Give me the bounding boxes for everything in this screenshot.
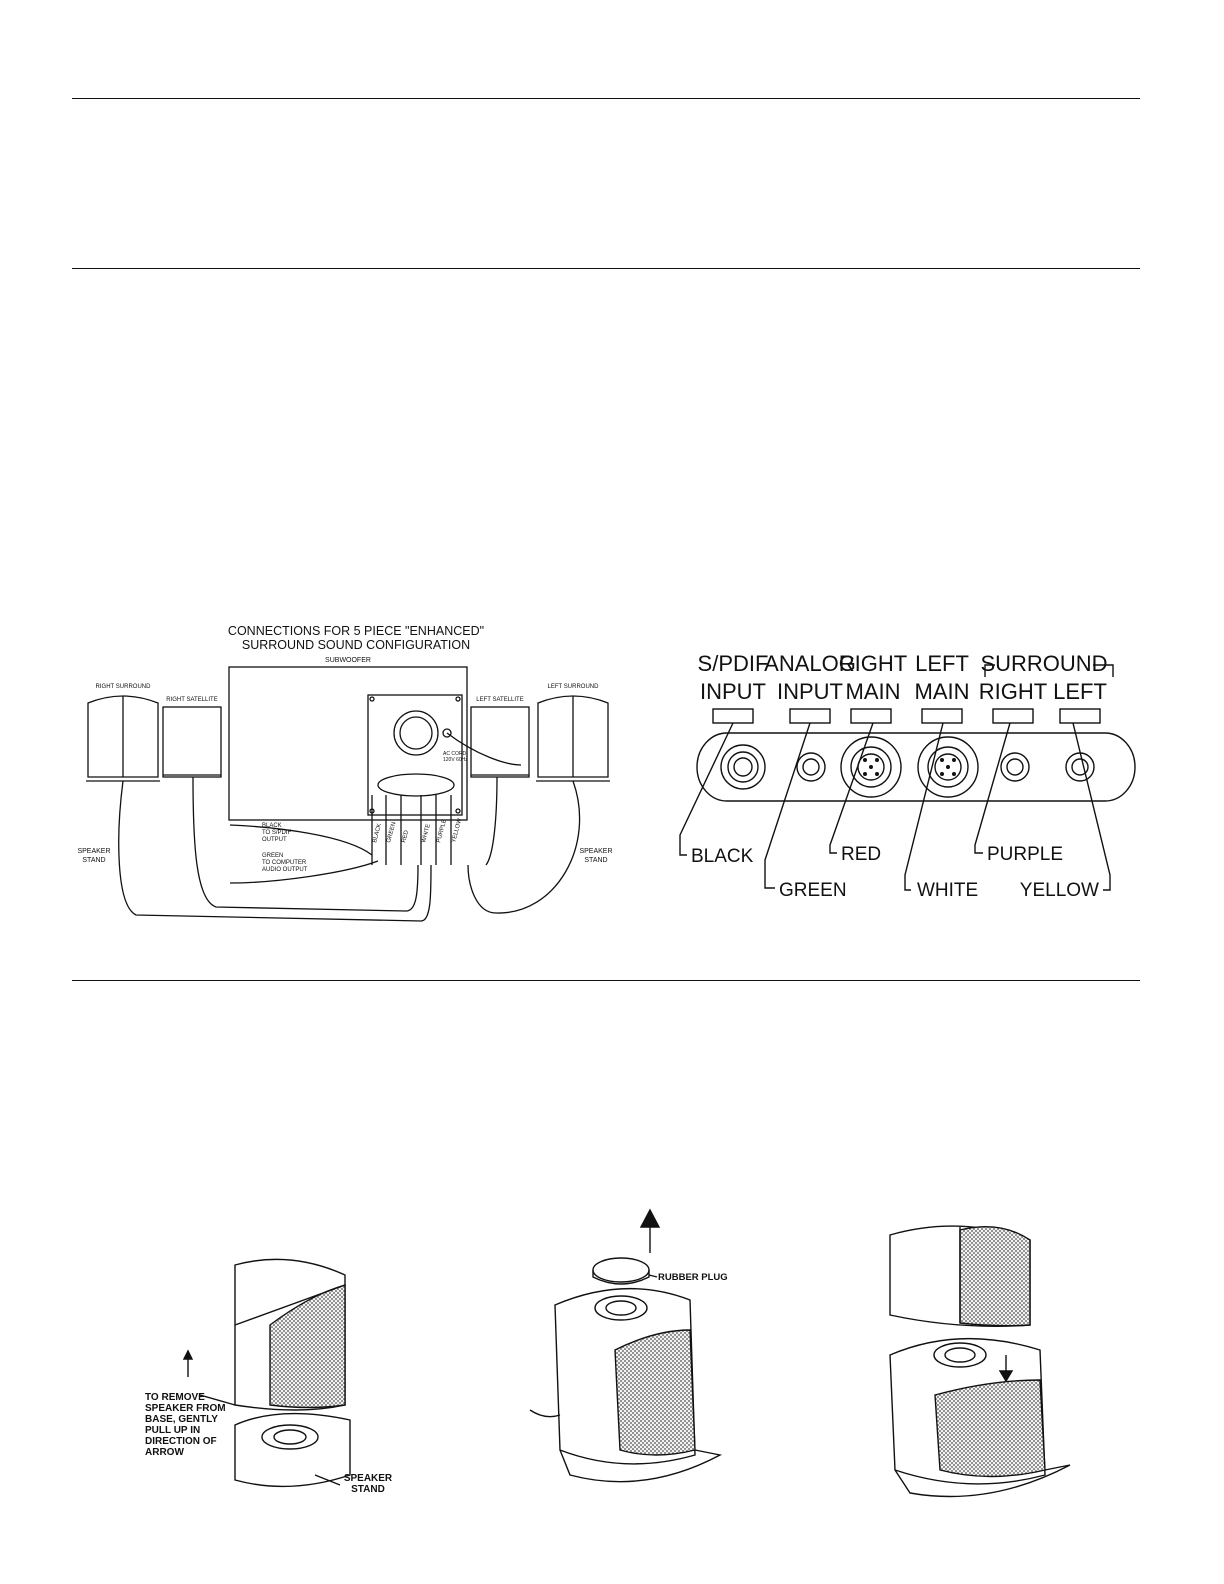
power-label-2: 120V 60Hz	[443, 757, 468, 763]
surround-left-label: LEFT	[1053, 679, 1107, 704]
left-main-label-2: MAIN	[915, 679, 970, 704]
left-surround-label: LEFT SURROUND	[548, 684, 600, 690]
wiring-diagram: CONNECTIONS FOR 5 PIECE "ENHANCED" SURRO…	[77, 624, 613, 922]
green-cable-label-2: TO COMPUTER	[262, 860, 307, 866]
power-label-1: AC CORD	[443, 751, 466, 757]
green-cable-label-3: AUDIO OUTPUT	[262, 867, 308, 873]
right-main-label-2: MAIN	[846, 679, 901, 704]
speaker-stand-left-line1: SPEAKER	[77, 848, 110, 855]
rubber-plug-illustration: RUBBER PLUG	[529, 1208, 728, 1483]
color-green-label: GREEN	[779, 880, 847, 901]
left-main-label-1: LEFT	[915, 651, 969, 676]
speaker-stand-left-line2: STAND	[82, 857, 105, 864]
left-satellite-label: LEFT SATELLITE	[476, 697, 523, 703]
black-cable-label-3: OUTPUT	[262, 837, 287, 843]
removal-line-1: TO REMOVE	[145, 1392, 205, 1403]
spdif-label-1: S/PDIF	[698, 651, 769, 676]
wire-label: RED	[401, 829, 410, 843]
input-panel-diagram: S/PDIF INPUT ANALOG INPUT RIGHT MAIN LEF…	[679, 651, 1136, 901]
right-main-label-1: RIGHT	[839, 651, 907, 676]
speaker-reattach-illustration	[889, 1225, 1071, 1498]
removal-caption: TO REMOVE SPEAKER FROM BASE, GENTLY PULL…	[145, 1392, 226, 1458]
removal-line-5: DIRECTION OF	[145, 1436, 217, 1447]
wire-label: PURPLE	[436, 819, 448, 844]
surround-right-label: RIGHT	[979, 679, 1047, 704]
surround-label: SURROUND	[980, 651, 1107, 676]
color-red-label: RED	[841, 844, 881, 865]
black-cable-label-2: TO S/PDIF	[262, 830, 292, 836]
right-surround-label: RIGHT SURROUND	[96, 684, 152, 690]
wiring-title-line2: SURROUND SOUND CONFIGURATION	[242, 638, 470, 652]
wiring-title-line1: CONNECTIONS FOR 5 PIECE "ENHANCED"	[228, 624, 484, 638]
section-rule-2	[72, 268, 1140, 269]
wire-label: GREEN	[386, 821, 397, 843]
wire-label: YELLOW	[451, 817, 463, 843]
analog-label-1: ANALOG	[764, 651, 856, 676]
speaker-stand-callout-1: SPEAKER	[344, 1473, 393, 1484]
black-cable-label-1: BLACK	[262, 823, 282, 829]
color-black-label: BLACK	[691, 846, 754, 867]
right-satellite-label: RIGHT SATELLITE	[166, 697, 217, 703]
removal-line-6: ARROW	[145, 1447, 184, 1458]
green-cable-label-1: GREEN	[262, 853, 283, 859]
removal-line-2: SPEAKER FROM	[145, 1403, 226, 1414]
speaker-stand-right-line2: STAND	[584, 857, 607, 864]
analog-label-2: INPUT	[777, 679, 843, 704]
wire-label: BLACK	[372, 823, 383, 844]
color-purple-label: PURPLE	[987, 844, 1063, 865]
removal-line-3: BASE, GENTLY	[145, 1414, 218, 1425]
subwoofer-label: SUBWOOFER	[325, 657, 371, 664]
spdif-label-2: INPUT	[700, 679, 766, 704]
stand-removal-illustration: TO REMOVE SPEAKER FROM BASE, GENTLY PULL…	[145, 1258, 393, 1495]
color-white-label: WHITE	[917, 880, 978, 901]
rubber-plug-label: RUBBER PLUG	[658, 1272, 728, 1283]
wire-label: WHITE	[421, 823, 432, 843]
section-rule-1	[72, 98, 1140, 99]
speaker-stand-callout-2: STAND	[351, 1484, 385, 1495]
color-yellow-label: YELLOW	[1020, 880, 1099, 901]
removal-line-4: PULL UP IN	[145, 1425, 200, 1436]
section-rule-3	[72, 980, 1140, 981]
speaker-stand-right-line1: SPEAKER	[579, 848, 612, 855]
